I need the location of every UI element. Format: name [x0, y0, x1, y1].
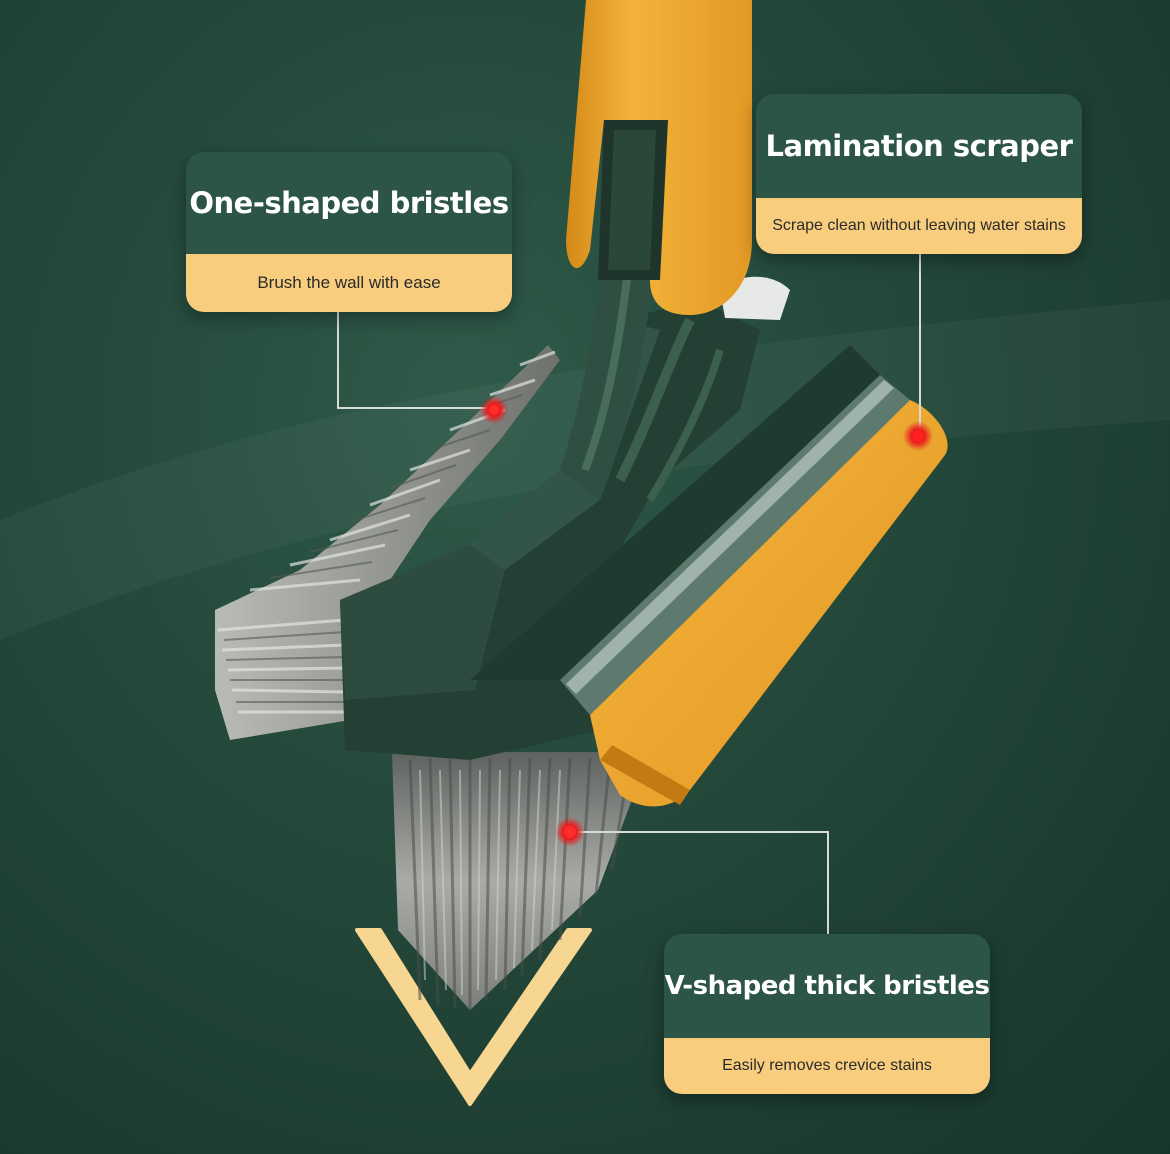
- callout-subtitle: Brush the wall with ease: [186, 254, 512, 312]
- callout-title: One-shaped bristles: [186, 152, 512, 254]
- callout-title: Lamination scraper: [756, 94, 1082, 198]
- callout-connectors: [337, 254, 921, 934]
- v-shaped-bristles: [392, 752, 650, 1010]
- brush-handle: [566, 0, 752, 315]
- callout-lamination-scraper: Lamination scraper Scrape clean without …: [756, 94, 1082, 254]
- one-shaped-bristles: [215, 345, 560, 740]
- callout-one-shaped-bristles: One-shaped bristles Brush the wall with …: [186, 152, 512, 312]
- chevron-down-icon: [355, 928, 592, 1106]
- callout-subtitle: Scrape clean without leaving water stain…: [756, 198, 1082, 254]
- callout-title: V-shaped thick bristles: [664, 934, 990, 1038]
- lamination-scraper: [470, 345, 948, 807]
- callout-subtitle: Easily removes crevice stains: [664, 1038, 990, 1094]
- callout-v-shaped-bristles: V-shaped thick bristles Easily removes c…: [664, 934, 990, 1094]
- red-dot-marker-icon: [480, 396, 933, 847]
